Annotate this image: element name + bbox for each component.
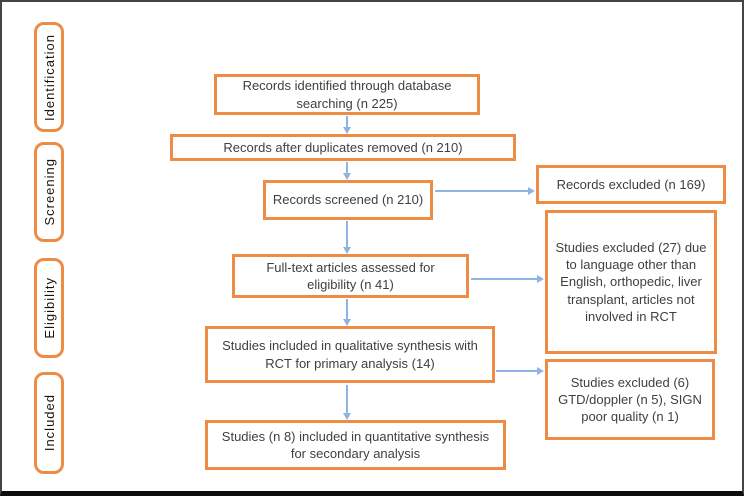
stage-eligibility: Eligibility (34, 258, 64, 358)
node-studies-excluded-quant: Studies excluded (6) GTD/doppler (n 5), … (545, 359, 715, 440)
node-records-screened: Records screened (n 210) (263, 180, 433, 220)
node-records-excluded: Records excluded (n 169) (536, 165, 726, 204)
node-duplicates-removed: Records after duplicates removed (n 210) (170, 134, 516, 161)
stage-screening: Screening (34, 142, 64, 242)
arrow-qualitative-to-studies-excluded-quant (496, 367, 544, 375)
arrow-duplicates-to-screened (343, 162, 351, 180)
node-records-identified: Records identified through database sear… (214, 74, 480, 115)
node-qualitative-synthesis: Studies included in qualitative synthesi… (205, 326, 495, 383)
arrow-identified-to-duplicates (343, 116, 351, 134)
stage-identification: Identification (34, 22, 64, 132)
node-studies-excluded-fulltext: Studies excluded (27) due to language ot… (545, 210, 717, 354)
node-quantitative-synthesis: Studies (n 8) included in quantitative s… (205, 420, 506, 470)
stage-identification-label: Identification (41, 33, 57, 121)
stage-included-label: Included (41, 394, 57, 452)
node-fulltext-assessed: Full-text articles assessed for eligibil… (232, 254, 469, 298)
stage-screening-label: Screening (41, 158, 57, 226)
stage-eligibility-label: Eligibility (41, 277, 57, 339)
arrow-qualitative-to-quantitative (343, 385, 351, 420)
arrow-screened-to-fulltext (343, 221, 351, 254)
arrow-screened-to-records-excluded (435, 187, 535, 195)
stage-included: Included (34, 372, 64, 474)
arrow-fulltext-to-studies-excluded (471, 275, 544, 283)
arrow-fulltext-to-qualitative (343, 299, 351, 326)
